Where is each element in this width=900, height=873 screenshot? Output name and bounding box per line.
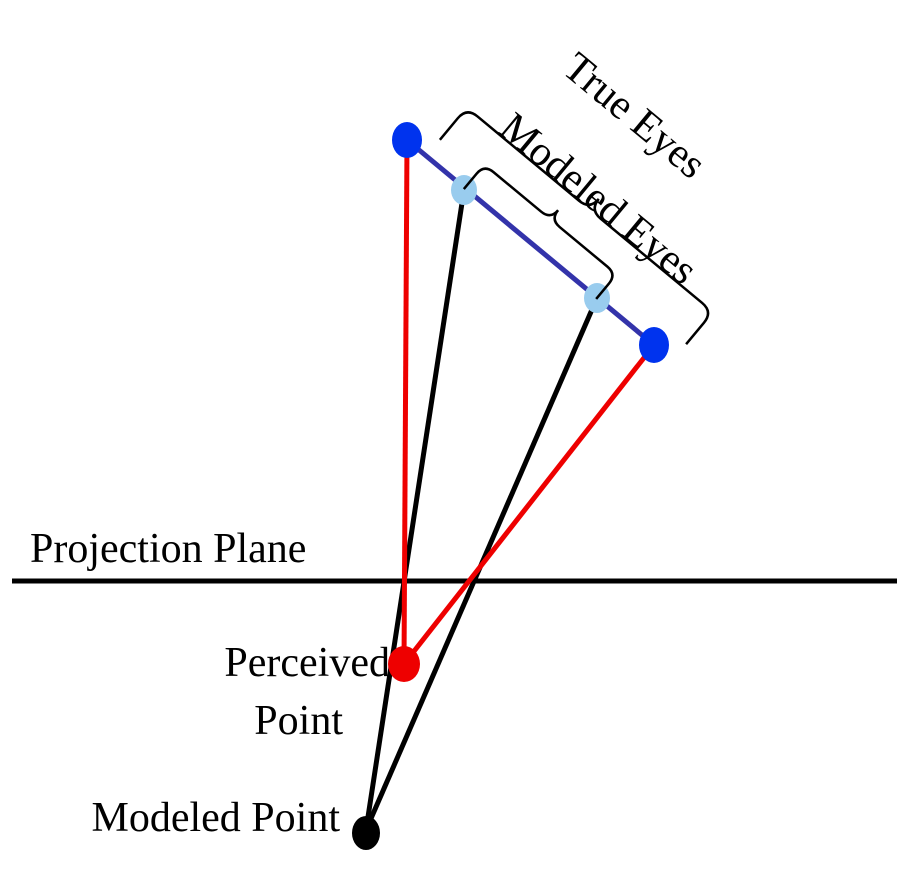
true-eye-left xyxy=(392,122,422,158)
true-ray-right xyxy=(402,343,656,666)
true-eyes-brace xyxy=(438,111,710,346)
perceived-point-label-line2: Point xyxy=(254,698,343,744)
modeled-point-label: Modeled Point xyxy=(92,795,341,841)
perceived-point-label-line1: Perceived xyxy=(224,640,390,686)
modeled-point xyxy=(352,816,380,850)
true-ray-left xyxy=(401,139,410,665)
modeled-eyes-brace xyxy=(462,167,614,300)
true-eye-right xyxy=(639,327,669,363)
projection-plane-label: Projection Plane xyxy=(30,526,306,572)
eye-baseline xyxy=(405,138,656,347)
modeled-ray-left xyxy=(363,189,467,831)
perceived-point xyxy=(388,646,420,682)
